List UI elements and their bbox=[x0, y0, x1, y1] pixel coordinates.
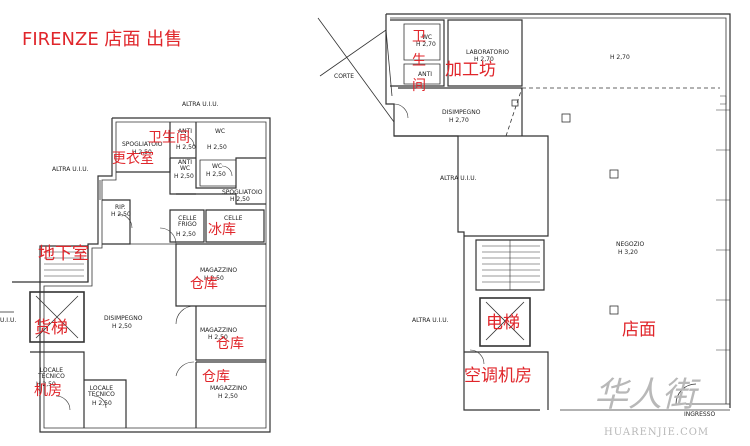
anti-room-right bbox=[403, 63, 441, 85]
annotation-bathroom-right-3: 间 bbox=[412, 78, 426, 94]
magazzino-2-wall bbox=[195, 306, 266, 361]
annotation-cold-storage: 冰库 bbox=[208, 222, 236, 238]
label-negozio-top-h: H 2,70 bbox=[610, 54, 630, 61]
annotation-bathroom-left: 卫生间 bbox=[148, 130, 190, 146]
label-spogliatoio-2: SPOGLIATOIO bbox=[222, 189, 263, 196]
label-magazzino-2-h: H 2,50 bbox=[208, 334, 228, 341]
label-magazzino-3: MAGAZZINO bbox=[210, 385, 248, 392]
label-disimpegno-right: DISIMPEGNO bbox=[442, 109, 481, 116]
label-celle-frigo-1: CELLE FRIGO bbox=[178, 215, 197, 228]
label-wc-1: WC bbox=[215, 128, 226, 135]
core-walls bbox=[394, 135, 549, 237]
rip-room bbox=[102, 199, 131, 245]
left-stair-box bbox=[39, 245, 89, 283]
annotation-changing-room: 更衣室 bbox=[112, 151, 154, 167]
laboratorio-room bbox=[447, 19, 523, 87]
wc-room-right bbox=[403, 23, 441, 61]
corte-lines bbox=[317, 17, 395, 123]
label-altra-edge: U.I.U. bbox=[0, 317, 17, 324]
annotation-freight-elevator: 货梯 bbox=[34, 318, 68, 338]
right-outer-wall bbox=[385, 13, 731, 411]
watermark-url: HUARENJIE.COM bbox=[604, 427, 710, 438]
wc-block bbox=[390, 19, 445, 87]
watermark-logo: 华人街 bbox=[594, 375, 696, 415]
label-corte: CORTE bbox=[334, 73, 355, 80]
label-rip: RIP. bbox=[115, 204, 126, 211]
label-altra-low: ALTRA U.I.U. bbox=[412, 317, 449, 324]
wc-room bbox=[199, 159, 237, 187]
freight-elevator-shaft bbox=[29, 291, 85, 343]
label-laboratorio-h: H 2,70 bbox=[474, 56, 494, 63]
annotation-warehouse-2: 仓库 bbox=[216, 336, 244, 352]
label-ingresso: INGRESSO bbox=[684, 411, 716, 418]
label-spogliatoio-2-h: H 2,50 bbox=[230, 196, 250, 203]
annotation-bathroom-right-1: 卫 bbox=[412, 29, 426, 45]
label-anti-right: ANTI bbox=[418, 71, 433, 78]
elevator-shaft bbox=[479, 297, 531, 347]
magazzino-1-wall bbox=[175, 243, 266, 307]
label-anti-1-h: H 2,50 bbox=[176, 144, 196, 151]
label-locale-tecnico-2: LOCALE TECNICO bbox=[88, 385, 115, 398]
label-magazzino-1: MAGAZZINO bbox=[200, 267, 238, 274]
label-spogliatoio: SPOGLIATOIO bbox=[122, 141, 163, 148]
label-anti-wc: ANTI WC bbox=[178, 159, 193, 172]
celle-2 bbox=[205, 209, 265, 243]
label-disimpegno-h: H 2,50 bbox=[112, 323, 132, 330]
label-locale-tecnico-2-h: H 2,50 bbox=[92, 400, 112, 407]
left-inner-wall bbox=[43, 121, 267, 429]
left-floor-plan bbox=[0, 117, 271, 433]
annotation-elevator: 电梯 bbox=[486, 313, 520, 333]
label-wc-2: WC bbox=[212, 163, 223, 170]
annotation-bathroom-right-2: 生 bbox=[412, 53, 426, 69]
disimpegno-diagonal bbox=[505, 87, 523, 137]
right-floor-plan bbox=[317, 13, 731, 411]
misc-walls bbox=[99, 180, 176, 245]
right-stair-box bbox=[475, 239, 545, 291]
annotation-warehouse-1: 仓库 bbox=[190, 276, 218, 292]
freight-elevator-cross bbox=[35, 295, 79, 339]
label-altra-top: ALTRA U.I.U. bbox=[182, 101, 219, 108]
elevator-cross bbox=[485, 301, 525, 341]
right-stair-steps bbox=[482, 240, 540, 290]
label-locale-tecnico-1: LOCALE TECNICO bbox=[38, 367, 65, 380]
annotation-warehouse-3: 仓库 bbox=[202, 369, 230, 385]
annotation-machine-room: 机房 bbox=[34, 383, 62, 399]
annotation-basement: 地下室 bbox=[38, 244, 89, 264]
label-wc-2-h: H 2,50 bbox=[206, 171, 226, 178]
label-wc-1-h: H 2,50 bbox=[207, 144, 227, 151]
spogliatoio2-wall bbox=[176, 193, 266, 205]
label-magazzino-3-h: H 2,50 bbox=[218, 393, 238, 400]
right-inner-wall bbox=[390, 17, 727, 404]
annotation-shop: 店面 bbox=[622, 320, 656, 340]
label-negozio-h: H 3,20 bbox=[618, 249, 638, 256]
label-spogliatoio-h: H 2,50 bbox=[132, 149, 152, 156]
label-magazzino-2: MAGAZZINO bbox=[200, 327, 238, 334]
label-wc-right-h: H 2,70 bbox=[416, 41, 436, 48]
label-altra-left: ALTRA U.I.U. bbox=[52, 166, 89, 173]
left-stair-steps bbox=[44, 251, 84, 277]
label-anti-1: ANTI bbox=[178, 128, 193, 135]
wc-walls bbox=[170, 122, 266, 189]
headline: FIRENZE 店面 出售 bbox=[22, 29, 183, 50]
label-locale-tecnico-1-h: H 2,50 bbox=[36, 381, 56, 388]
label-disimpegno: DISIMPEGNO bbox=[104, 315, 143, 322]
ac-room-wall bbox=[464, 351, 549, 410]
label-magazzino-1-h: H 2,50 bbox=[204, 275, 224, 282]
label-negozio: NEGOZIO bbox=[616, 241, 645, 248]
label-disimpegno-right-h: H 2,70 bbox=[449, 117, 469, 124]
label-laboratorio: LABORATORIO bbox=[466, 49, 509, 56]
label-anti-wc-h: H 2,50 bbox=[174, 173, 194, 180]
label-celle-2: CELLE bbox=[224, 215, 243, 222]
locale-tecnico-walls bbox=[30, 351, 127, 428]
label-celle-frigo-1-h: H 2,50 bbox=[176, 231, 196, 238]
magazzino-3-wall bbox=[195, 361, 266, 428]
annotation-workshop: 加工坊 bbox=[445, 60, 496, 80]
label-wc-right: WC bbox=[422, 34, 433, 41]
annotation-ac-room: 空调机房 bbox=[464, 366, 532, 386]
label-altra-mid: ALTRA U.I.U. bbox=[440, 175, 477, 182]
label-rip-h: H 2,50 bbox=[111, 211, 131, 218]
